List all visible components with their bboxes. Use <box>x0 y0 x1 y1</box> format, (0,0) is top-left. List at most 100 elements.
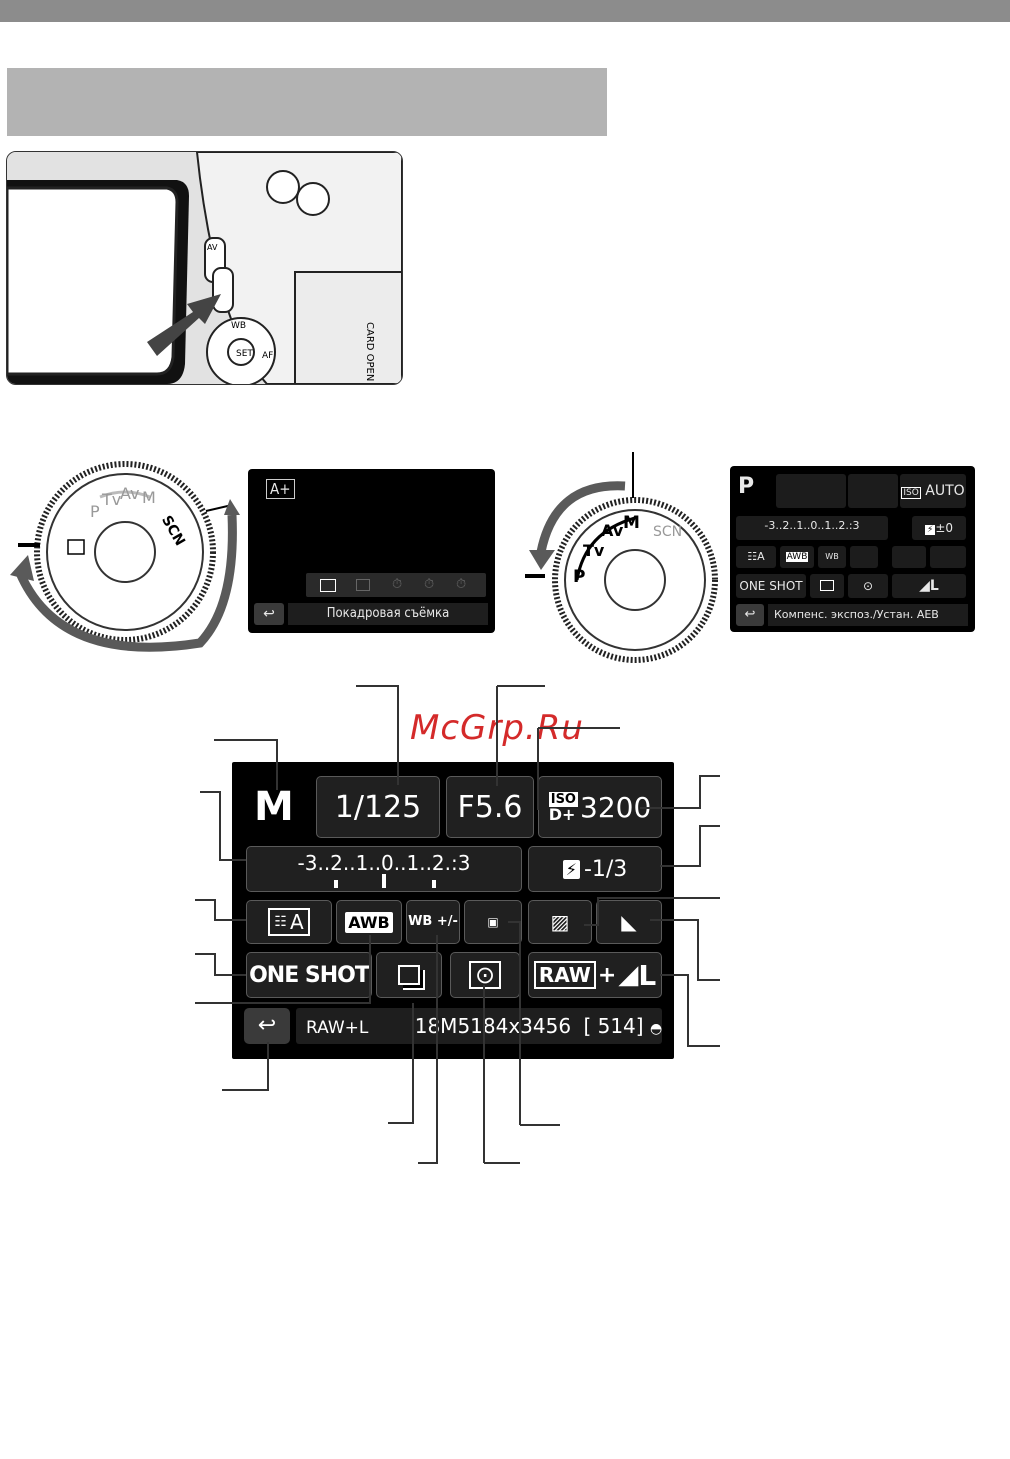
back-icon[interactable]: ↩ <box>254 603 284 625</box>
iso-value: AUTO <box>925 483 965 499</box>
wb-shift[interactable]: WB +/- <box>406 900 460 944</box>
iso-label: ISO <box>901 487 921 499</box>
card-open-label: CARD OPEN <box>364 322 375 381</box>
continuous-shot-icon <box>398 965 420 985</box>
p-mode-screen: P ISO AUTO -3..2..1..0..1..2.:3 ⚡±0 ☷A A… <box>730 466 975 632</box>
footer-label: Компенс. экспоз./Устан. AEB <box>768 604 968 626</box>
callout-highlight <box>650 919 720 981</box>
picture-style[interactable]: ☷A <box>246 900 332 944</box>
continuous-shot-icon[interactable] <box>356 579 370 591</box>
callout-back <box>222 1042 269 1091</box>
image-quality[interactable]: ◢L <box>892 574 966 598</box>
metering-mode[interactable]: ⊙ <box>450 952 520 998</box>
callout-picture-style <box>195 899 246 921</box>
af-mode[interactable]: ONE SHOT <box>736 574 806 598</box>
drive-mode[interactable] <box>376 952 442 998</box>
drive-icons-row: ⏱ ⏱ ⏱ <box>306 573 486 597</box>
dial-right-label-av: Av <box>601 521 624 540</box>
dial-rotation-arrow-right <box>536 481 626 553</box>
single-shot-icon[interactable] <box>320 579 336 592</box>
dial-right-label-tv: Tv <box>583 541 605 560</box>
set-button-label: SET <box>236 349 253 359</box>
dial-left-label-m: M <box>142 488 156 507</box>
camera-body-illustration: SET WB AF AV CARD OPEN <box>7 152 402 384</box>
scale-indicator <box>382 874 386 888</box>
exposure-scale[interactable]: -3..2..1..0..1..2.:3 <box>246 846 522 892</box>
flash-comp[interactable]: ⚡±0 <box>912 516 966 540</box>
auto-lighting-icon[interactable]: ▨ <box>528 900 592 944</box>
highlight-priority-icon[interactable]: ◣ <box>596 900 662 944</box>
callout-af <box>195 953 246 976</box>
callout-wb <box>195 935 371 1004</box>
callout-bracket <box>508 921 521 1125</box>
callout-wb-shift <box>418 935 438 1164</box>
image-quality[interactable]: RAW + ◢L <box>528 952 662 998</box>
picture-style-value: A <box>289 910 304 934</box>
exposure-scale[interactable]: -3..2..1..0..1..2.:3 <box>736 516 888 540</box>
flash-comp-value: ±0 <box>935 521 954 535</box>
af-button-label: AF <box>262 351 273 361</box>
dial-left-label-tv: Tv <box>101 490 121 509</box>
picture-style[interactable]: ☷A <box>736 546 776 568</box>
wb-button-label: WB <box>231 321 246 331</box>
dial-left-label-av: Av <box>120 484 139 503</box>
shooting-mode: M <box>254 784 294 830</box>
aperture-slot <box>848 474 898 508</box>
callout-shutter <box>356 685 399 785</box>
av-button-label: AV <box>207 243 218 252</box>
status-line: RAW+L 18M5184x3456 [ 514] ◓ <box>296 1008 662 1044</box>
self-timer-c-icon[interactable]: ⏱ <box>456 577 467 592</box>
drive-mode-icon[interactable] <box>810 574 844 598</box>
picture-style-value: A <box>757 550 765 563</box>
quality-value: L <box>929 578 939 594</box>
scale-tick <box>334 880 338 888</box>
battery-icon: ◓ <box>649 1021 662 1037</box>
dial-right-label-p: P <box>573 567 585 587</box>
header-bar <box>0 0 1010 22</box>
iso-value: 3200 <box>580 790 652 824</box>
callout-exposure <box>200 791 246 861</box>
af-mode[interactable]: ONE SHOT <box>246 952 372 998</box>
status-shots-remaining: [ 514] <box>583 1014 644 1038</box>
callout-flash <box>660 825 720 867</box>
callout-iso <box>640 775 720 809</box>
mode-dial-right: P Tv Av M SCN <box>525 452 718 663</box>
camera-back-photo: SET WB AF AV CARD OPEN <box>6 151 403 385</box>
iso-setting[interactable]: ISO AUTO <box>900 474 966 508</box>
auto-lighting-icon[interactable] <box>892 546 926 568</box>
flash-comp-icon: ⚡ <box>924 525 936 535</box>
status-resolution: 5184x3456 <box>457 1014 572 1038</box>
exposure-scale-text: -3..2..1..0..1..2.:3 <box>297 851 471 875</box>
callout-mode <box>214 739 278 790</box>
flash-comp[interactable]: ⚡-1/3 <box>528 846 662 892</box>
self-timer-10s-icon[interactable]: ⏱ <box>392 577 403 592</box>
wb-bracket-icon[interactable] <box>850 546 878 568</box>
scale-tick <box>432 880 436 888</box>
callout-quality <box>660 974 720 1047</box>
picture-style-icon: ☷ <box>747 550 758 563</box>
aperture[interactable]: F5.6 <box>446 776 534 838</box>
flash-comp-icon: ⚡ <box>562 859 580 879</box>
quality-plus: + <box>597 962 617 988</box>
status-quality: RAW+L <box>306 1018 369 1038</box>
drive-mode-screen: A+ ⏱ ⏱ ⏱ ↩ Покадровая съёмка <box>248 469 495 633</box>
callout-auto-lighting <box>584 897 720 926</box>
shutter-speed[interactable]: 1/125 <box>316 776 440 838</box>
flash-comp-value: -1/3 <box>583 856 628 882</box>
highlight-priority-icon[interactable] <box>930 546 966 568</box>
mode-dial-left: P Tv Av M SCN <box>10 461 240 652</box>
metering-icon[interactable]: ⊙ <box>848 574 888 598</box>
callout-drive <box>388 1003 414 1124</box>
back-icon[interactable]: ↩ <box>736 604 764 626</box>
back-icon[interactable]: ↩ <box>244 1008 290 1044</box>
dial-right-label-scn: SCN <box>653 524 682 540</box>
white-balance[interactable]: AWB <box>780 546 814 568</box>
wb-shift-icon[interactable]: WB <box>818 546 846 568</box>
picture-style-icon: ☷ <box>274 914 287 930</box>
dial-right-label-m: M <box>623 513 640 533</box>
quality-raw: RAW <box>533 961 596 989</box>
dial-rotation-arrow-left <box>15 514 237 652</box>
wb-value: AWB <box>345 911 393 933</box>
self-timer-2s-icon[interactable]: ⏱ <box>424 577 435 592</box>
